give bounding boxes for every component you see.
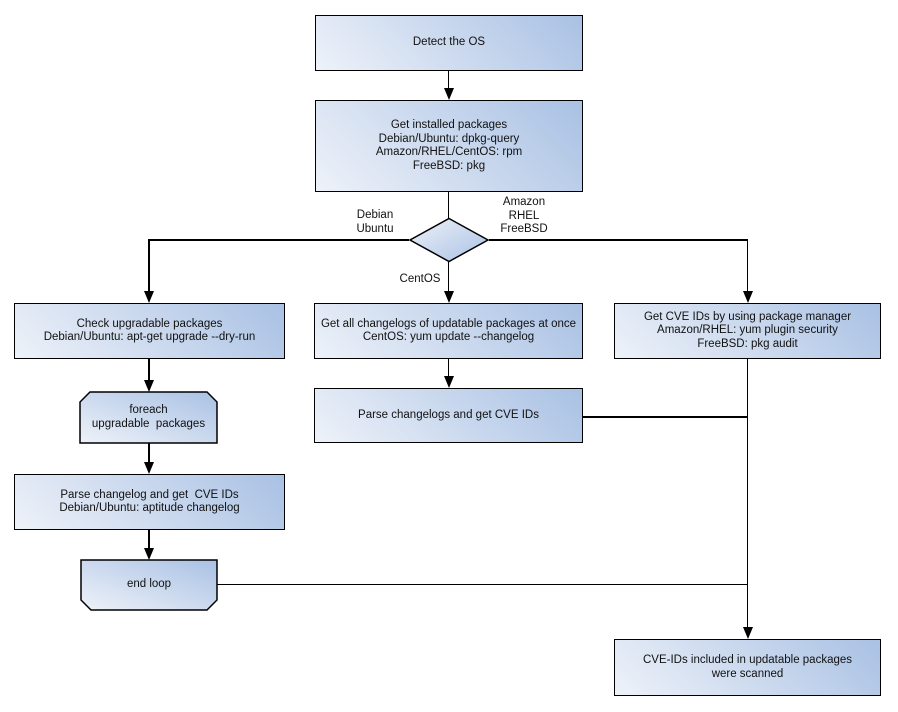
node-end-loop-label: end loop — [126, 578, 172, 591]
edge-detect-to-installed — [447, 71, 450, 89]
edge-foreach-to-parse — [148, 443, 150, 462]
edge-right-branch-down — [747, 239, 749, 292]
node-end-loop: end loop — [80, 559, 218, 611]
node-get-all-changelogs-label: Get all changelogs of updatable packages… — [320, 317, 577, 344]
node-foreach-loop-shape — [79, 391, 218, 444]
node-check-upgradable-packages: Check upgradable packages Debian/Ubuntu:… — [14, 303, 285, 359]
node-get-cve-ids-package-manager-label: Get CVE IDs by using package manager Ama… — [643, 310, 852, 350]
arrowhead-into-scan-result — [742, 627, 753, 639]
node-foreach-loop-label: foreach upgradable packages — [91, 404, 206, 430]
node-parse-changelogs: Parse changelogs and get CVE IDs — [314, 388, 583, 443]
arrowhead-into-endloop — [144, 548, 154, 560]
arrowhead-into-get-cve — [742, 291, 753, 303]
arrowhead-into-check-upgradable — [144, 291, 154, 303]
edge-endloop-to-right — [217, 583, 748, 585]
arrowhead-into-parse-changelogs — [443, 376, 454, 388]
edge-decision-right-branch — [489, 239, 748, 241]
node-get-all-changelogs: Get all changelogs of updatable packages… — [314, 303, 583, 359]
edge-label-centos: CentOS — [399, 273, 441, 285]
edge-decision-left-branch — [149, 239, 409, 241]
node-scan-result-label: CVE-IDs included in updatable packages w… — [642, 654, 853, 680]
edge-label-amazon-rhel-freebsd: Amazon RHEL FreeBSD — [500, 196, 548, 235]
node-scan-result: CVE-IDs included in updatable packages w… — [614, 639, 881, 696]
edge-installed-to-decision — [447, 192, 450, 219]
node-get-installed-packages: Get installed packages Debian/Ubuntu: dp… — [315, 100, 583, 192]
node-detect-os: Detect the OS — [315, 15, 583, 71]
edge-parse-to-endloop — [148, 530, 150, 548]
node-foreach-loop: foreach upgradable packages — [79, 391, 218, 444]
arrowhead-into-installed — [443, 88, 454, 100]
edge-decision-centos-down — [447, 261, 450, 291]
node-detect-os-label: Detect the OS — [412, 36, 486, 49]
edge-left-branch-down — [148, 239, 150, 292]
node-parse-changelog-label: Parse changelog and get CVE IDs Debian/U… — [59, 488, 240, 515]
edge-label-debian-ubuntu: Debian Ubuntu — [356, 209, 394, 235]
node-check-upgradable-packages-label: Check upgradable packages Debian/Ubuntu:… — [43, 317, 256, 344]
arrowhead-into-parse-changelog — [144, 462, 154, 474]
node-end-loop-shape — [80, 559, 218, 611]
node-os-decision-diamond — [408, 217, 490, 263]
edge-changelogs-to-parse — [447, 359, 450, 376]
node-parse-changelog: Parse changelog and get CVE IDs Debian/U… — [14, 474, 285, 530]
node-get-cve-ids-package-manager: Get CVE IDs by using package manager Ama… — [614, 303, 881, 359]
edge-check-to-foreach — [148, 359, 150, 380]
edge-right-column-down — [747, 359, 749, 628]
node-get-installed-packages-label: Get installed packages Debian/Ubuntu: dp… — [375, 119, 523, 172]
arrowhead-into-foreach — [144, 380, 154, 392]
edge-parse-changelogs-to-right — [583, 416, 748, 418]
node-parse-changelogs-label: Parse changelogs and get CVE IDs — [358, 408, 539, 421]
arrowhead-into-get-changelogs — [443, 291, 454, 303]
